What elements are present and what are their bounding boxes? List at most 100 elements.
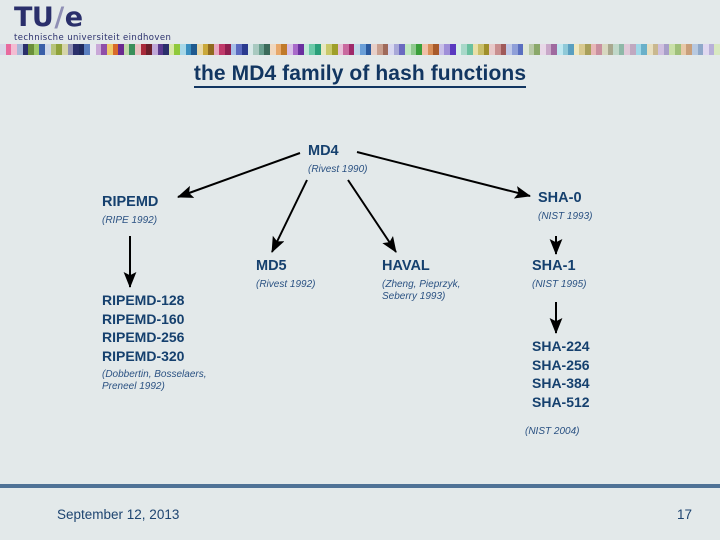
node-sha-512-label: SHA-512 <box>532 393 590 410</box>
color-bar-segment <box>664 44 669 55</box>
color-bar-segment <box>698 44 703 55</box>
color-bar-segment <box>152 44 158 55</box>
color-bar-segment <box>360 44 366 55</box>
color-bar-segment <box>636 44 641 55</box>
color-bar-segment <box>214 44 219 55</box>
node-sha0-citation: (NIST 1993) <box>538 211 593 222</box>
color-bar-segment <box>118 44 124 55</box>
color-bar-segment <box>270 44 276 55</box>
color-bar-segment <box>574 44 579 55</box>
node-ripemd-family-citation-line1: (Dobbertin, Bosselaers, <box>102 369 207 380</box>
node-haval-citation: (Zheng, Pieprzyk, Seberry 1993) <box>382 279 460 303</box>
node-ripemd-family-citation-line2: Preneel 1992) <box>102 381 165 392</box>
color-bar-segment <box>135 44 141 55</box>
node-ripemd-256-label: RIPEMD-256 <box>102 329 185 345</box>
color-bar-segment <box>186 44 191 55</box>
color-bar-segment <box>343 44 349 55</box>
node-haval-label: HAVAL <box>382 258 430 274</box>
color-bar-segment <box>208 44 214 55</box>
color-bar-segment <box>613 44 619 55</box>
color-bar-segment <box>653 44 658 55</box>
color-bar-segment <box>309 44 315 55</box>
node-sha0-label: SHA-0 <box>538 190 582 206</box>
color-bar-segment <box>411 44 416 55</box>
color-bar-segment <box>399 44 405 55</box>
node-ripemd-label: RIPEMD <box>102 194 159 210</box>
color-bar-segment <box>191 44 197 55</box>
page-title: the MD4 family of hash functions <box>0 62 720 88</box>
color-bar-segment <box>546 44 551 55</box>
color-bar-segment <box>377 44 383 55</box>
color-bar-segment <box>6 44 11 55</box>
color-bar-segment <box>596 44 602 55</box>
color-bar-segment <box>366 44 371 55</box>
color-bar-segment <box>489 44 495 55</box>
node-ripemd: RIPEMD (RIPE 1992) <box>102 194 158 227</box>
color-bar-segment <box>433 44 439 55</box>
node-md4: MD4 (Rivest 1990) <box>308 143 367 176</box>
color-bar-segment <box>23 44 28 55</box>
node-ripemd-citation: (RIPE 1992) <box>102 215 158 226</box>
color-bar-segment <box>585 44 591 55</box>
color-bar-segment <box>293 44 298 55</box>
color-bar-segment <box>51 44 56 55</box>
color-bar-segment <box>45 44 51 55</box>
color-bar-segment <box>506 44 512 55</box>
node-sha-224-label: SHA-224 <box>532 338 590 354</box>
color-bar-segment <box>647 44 653 55</box>
node-md4-label: MD4 <box>308 143 339 159</box>
node-md5: MD5 (Rivest 1992) <box>256 258 315 291</box>
color-bar-segment <box>107 44 113 55</box>
color-bar-segment <box>146 44 152 55</box>
color-bar-segment <box>225 44 231 55</box>
color-bar-segment <box>422 44 428 55</box>
color-bar-segment <box>714 44 720 55</box>
color-bar-segment <box>39 44 45 55</box>
node-sha1-citation: (NIST 1995) <box>532 279 587 290</box>
color-bar-segment <box>563 44 568 55</box>
color-bar-segment <box>287 44 293 55</box>
page-title-text: the MD4 family of hash functions <box>193 62 527 88</box>
tue-logo-mark: TU/e <box>14 4 234 32</box>
footer-divider <box>0 484 720 488</box>
color-bar-segment <box>624 44 630 55</box>
color-bar-segment <box>253 44 259 55</box>
tue-logo-e: e <box>64 2 83 33</box>
node-sha0: SHA-0 (NIST 1993) <box>538 190 592 223</box>
color-mosaic-bar <box>0 44 720 55</box>
color-bar-segment <box>383 44 388 55</box>
color-bar-segment <box>101 44 107 55</box>
tue-logo-subtitle: technische universiteit eindhoven <box>14 33 172 43</box>
color-bar-segment <box>174 44 180 55</box>
color-bar-segment <box>96 44 101 55</box>
color-bar-segment <box>0 44 6 55</box>
tue-logo-tu: TU <box>14 2 54 33</box>
color-bar-segment <box>84 44 90 55</box>
color-bar-segment <box>17 44 23 55</box>
color-bar-segment <box>354 44 360 55</box>
color-bar-segment <box>28 44 34 55</box>
color-bar-segment <box>326 44 332 55</box>
color-bar-segment <box>180 44 186 55</box>
color-bar-segment <box>602 44 608 55</box>
color-bar-segment <box>456 44 461 55</box>
color-bar-segment <box>512 44 518 55</box>
color-bar-segment <box>298 44 304 55</box>
color-bar-segment <box>551 44 557 55</box>
color-bar-segment <box>304 44 309 55</box>
color-bar-segment <box>34 44 39 55</box>
color-bar-segment <box>68 44 73 55</box>
node-ripemd-160-label: RIPEMD-160 <box>102 310 185 327</box>
color-bar-segment <box>523 44 529 55</box>
color-bar-segment <box>518 44 523 55</box>
color-bar-segment <box>129 44 135 55</box>
color-bar-segment <box>264 44 270 55</box>
color-bar-segment <box>444 44 450 55</box>
color-bar-segment <box>169 44 174 55</box>
color-bar-segment <box>692 44 698 55</box>
node-md5-citation: (Rivest 1992) <box>256 279 316 290</box>
node-ripemd-128-label: RIPEMD-128 <box>102 292 185 308</box>
color-bar-segment <box>641 44 647 55</box>
node-haval-citation-line2: Seberry 1993) <box>382 291 446 302</box>
